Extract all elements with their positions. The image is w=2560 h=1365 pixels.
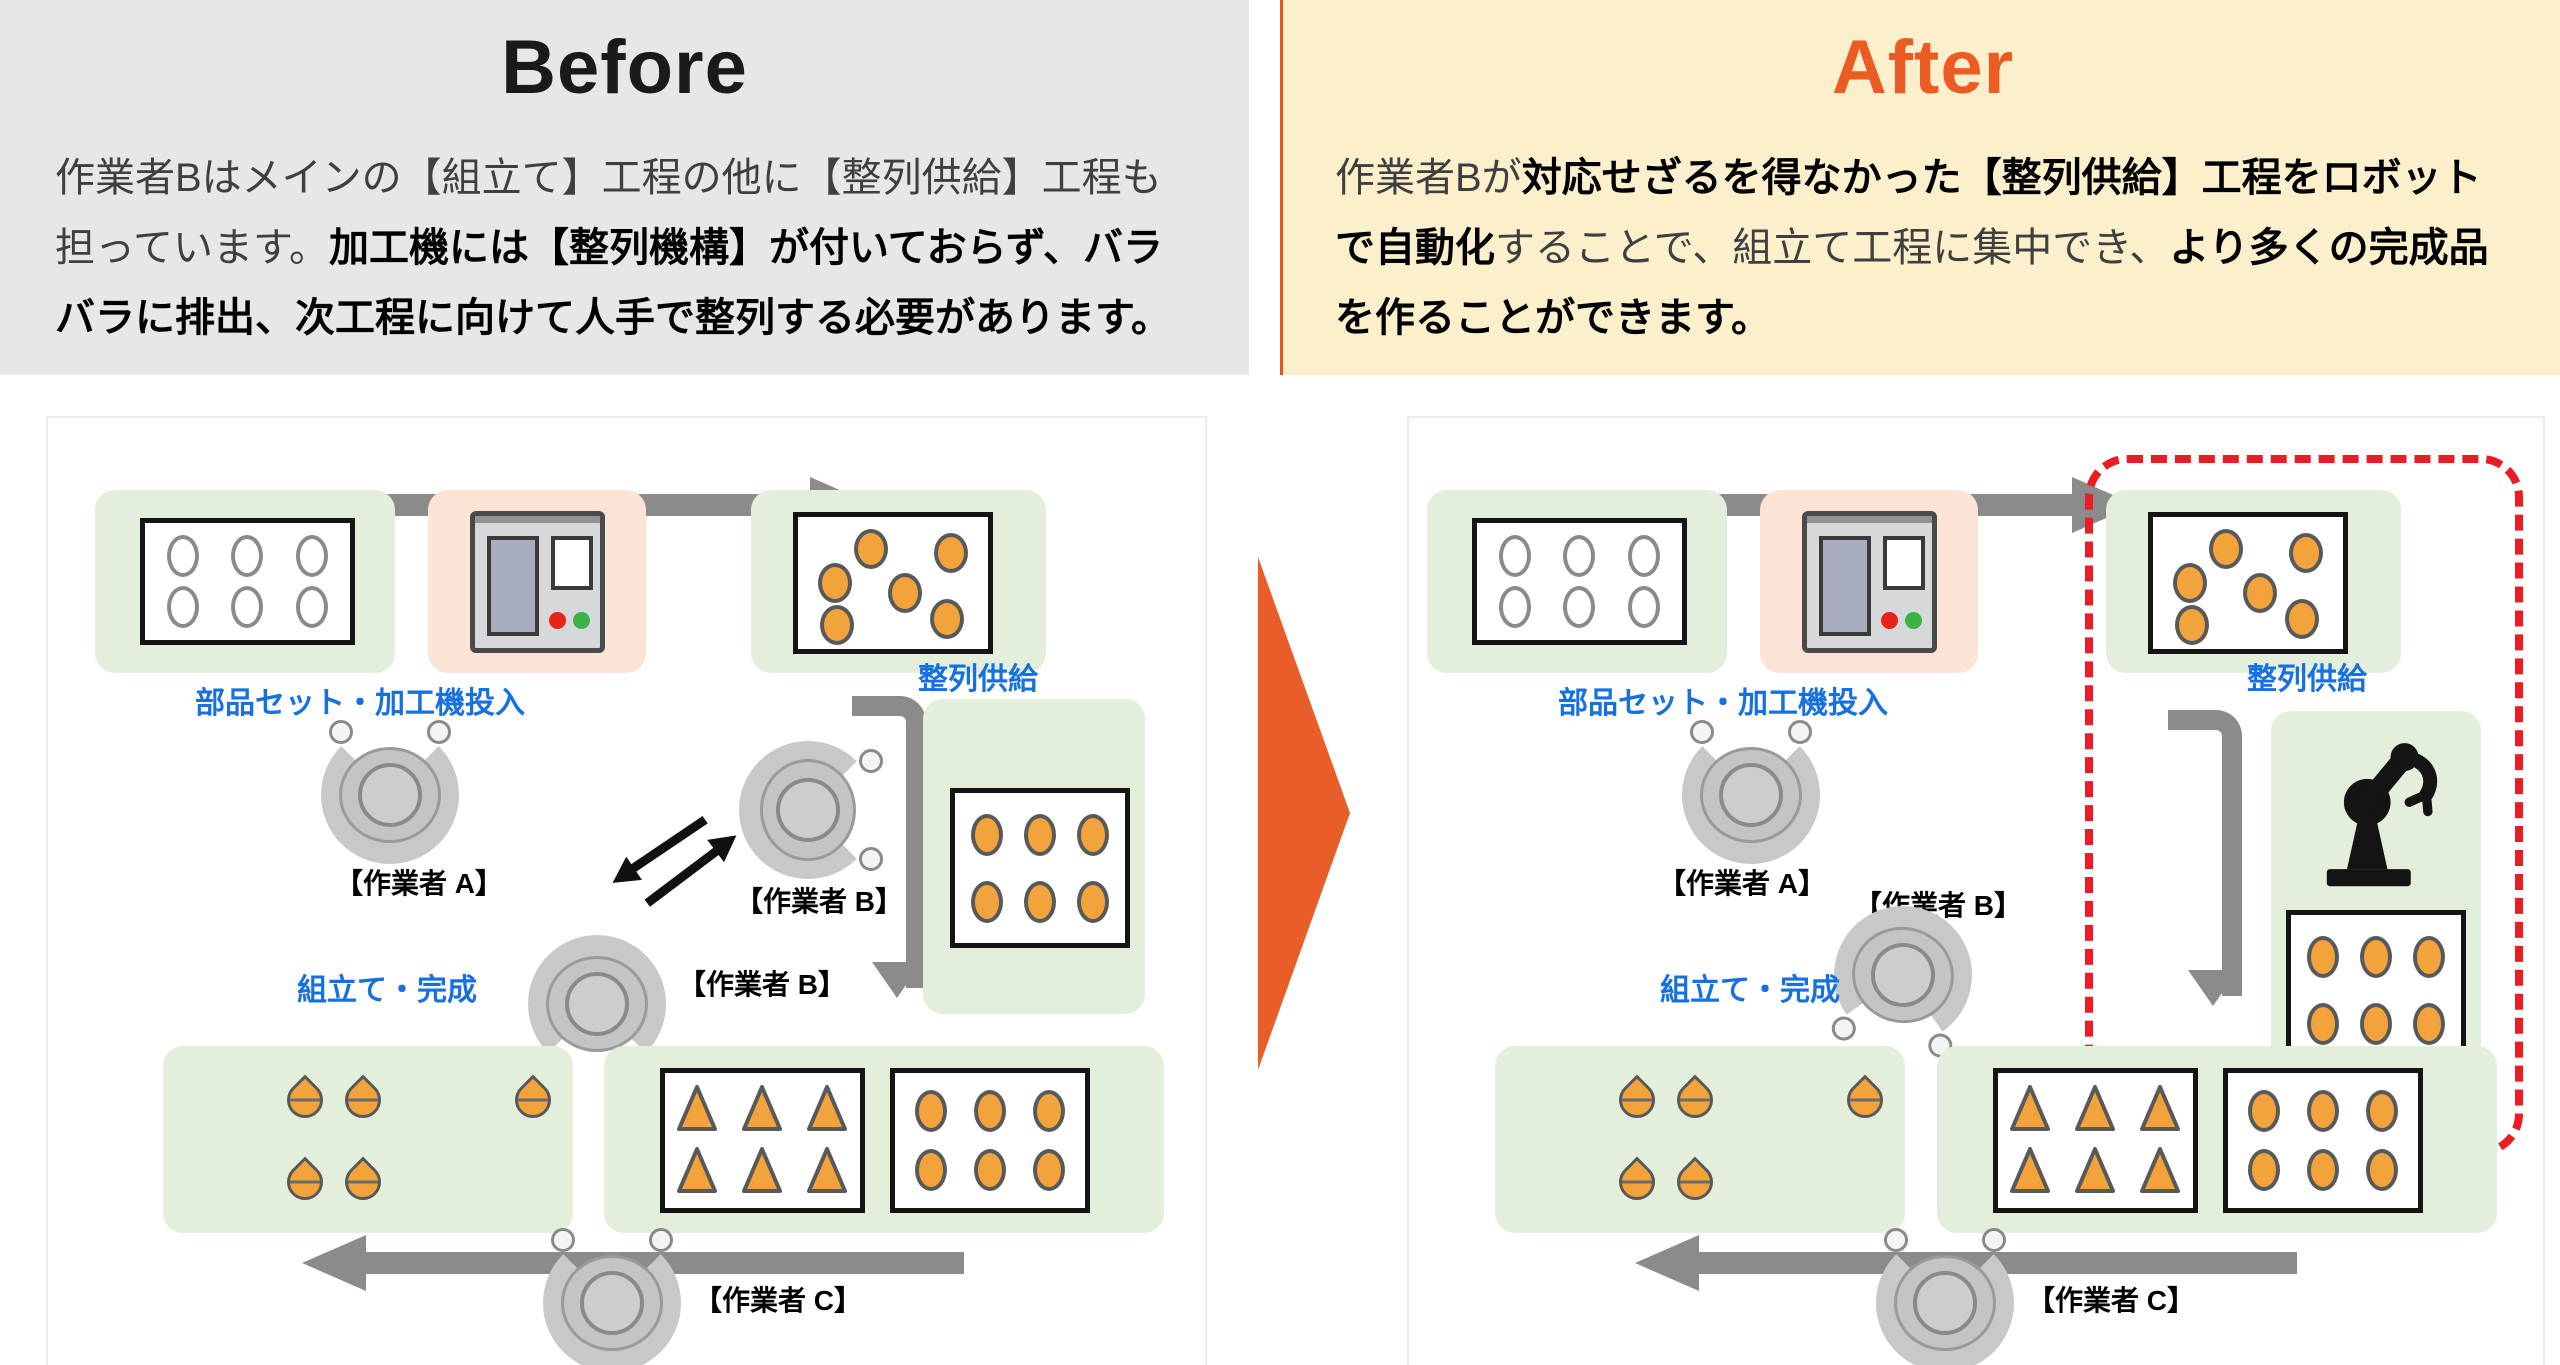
worker-c-label-after: 【作業者 C】 [2027, 1285, 2196, 1316]
machine-red-light [549, 612, 566, 629]
loose-parts-tray-before [793, 512, 993, 654]
machine-green-light [573, 612, 590, 629]
parts-tray-before [140, 518, 355, 645]
worker-b-figure-after [1816, 888, 1990, 1062]
triangle-tray-before [660, 1068, 865, 1213]
loose-parts-tray-after [2148, 512, 2348, 654]
before-description: 作業者Bはメインの【組立て】工程の他に【整列供給】工程も担っています。加工機には… [55, 156, 1171, 340]
zone-finished-after [1495, 1046, 1905, 1233]
after-title: After [1831, 25, 2015, 110]
machine-screen [1819, 536, 1871, 636]
triangle-parts-icon [2010, 1085, 2180, 1193]
assembly-label-before: 組立て・完成 [297, 974, 477, 1007]
after-description: 作業者Bが対応せざるを得なかった【整列供給】工程をロボットで自動化することで、組… [1335, 156, 2489, 340]
machine-panel [551, 536, 593, 590]
assembly-label-after: 組立て・完成 [1660, 974, 1840, 1007]
worker-b-upper-label-before: 【作業者 B】 [735, 886, 904, 917]
robot-arm-icon [2326, 743, 2438, 887]
machine-green-light [1905, 612, 1922, 629]
before-header: Before 作業者Bはメインの【組立て】工程の他に【整列供給】工程も担っていま… [0, 0, 1249, 375]
triangle-tray-after [1993, 1068, 2198, 1213]
worker-b-upper-figure-before [733, 735, 883, 885]
worker-a-label-after: 【作業者 A】 [1658, 868, 1827, 899]
worker-b-label-after: 【作業者 B】 [1854, 890, 2023, 921]
triangle-parts-icon [677, 1085, 847, 1193]
parts-tray-after [1472, 518, 1687, 645]
before-to-after-arrow-icon [1258, 557, 1350, 1070]
aligned-tray-before [950, 788, 1130, 948]
worker-a-figure-before [315, 720, 465, 870]
zone-finished-before [163, 1046, 573, 1233]
ellipse-tray-before [890, 1068, 1090, 1213]
down-arrow-before-icon [852, 696, 926, 988]
ellipse-tray-after [2223, 1068, 2423, 1213]
alignment-supply-label-before: 整列供給 [918, 663, 1038, 696]
processing-machine-icon-before [470, 511, 605, 653]
down-arrow-head-after-icon [2188, 970, 2238, 1006]
aligned-tray-after [2286, 910, 2466, 1070]
parts-supply-label-before: 部品セット・加工機投入 [195, 687, 525, 720]
worker-c-figure-before [537, 1228, 687, 1365]
parts-supply-label-after: 部品セット・加工機投入 [1558, 687, 1888, 720]
processing-machine-icon-after [1802, 511, 1937, 653]
after-header: After 作業者Bが対応せざるを得なかった【整列供給】工程をロボットで自動化す… [1280, 0, 2560, 375]
before-title: Before [501, 25, 748, 110]
machine-panel [1883, 536, 1925, 590]
machine-red-light [1881, 612, 1898, 629]
worker-a-label-before: 【作業者 A】 [335, 868, 504, 899]
worker-c-figure-after [1870, 1228, 2020, 1365]
alignment-supply-label-after: 整列供給 [2247, 663, 2367, 696]
down-arrow-after-icon [2168, 710, 2242, 996]
worker-a-figure-after [1676, 720, 1826, 870]
machine-screen [487, 536, 539, 636]
worker-c-label-before: 【作業者 C】 [694, 1285, 863, 1316]
down-arrow-head-before-icon [872, 962, 922, 998]
worker-b-lower-label-before: 【作業者 B】 [678, 969, 847, 1000]
